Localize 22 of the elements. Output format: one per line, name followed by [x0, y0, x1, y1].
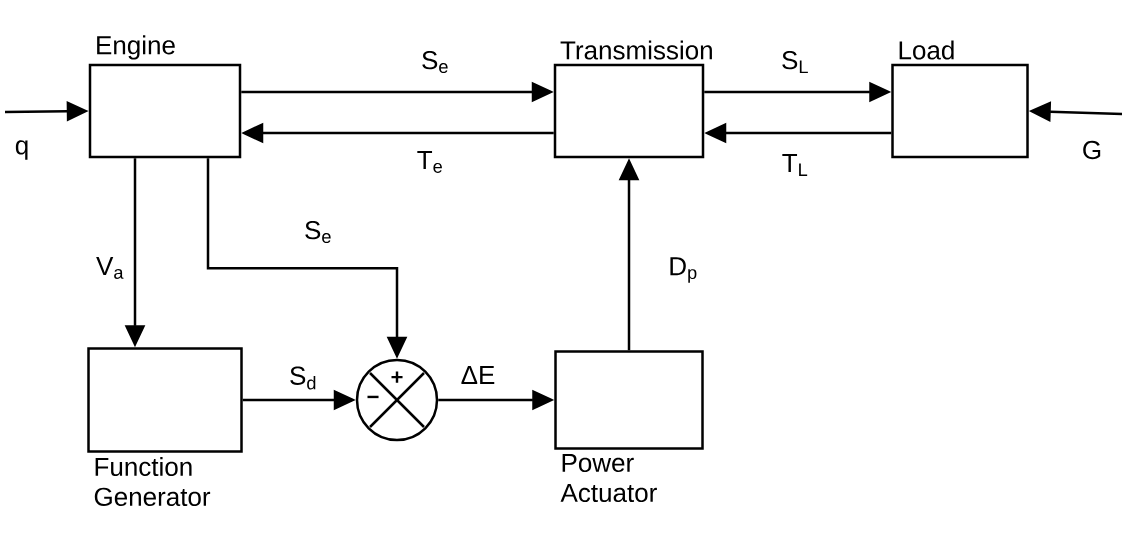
summing-junction: + −	[355, 358, 439, 442]
edge-label: S$_{d}$	[290, 366, 316, 390]
edge-label: V$_{a}$	[96, 257, 124, 279]
node-label: Function Generator	[94, 456, 211, 507]
edge-label: D$_{p}$	[670, 257, 697, 283]
block-box: Power Actuator	[554, 350, 704, 503]
block-box: Transmission	[553, 40, 712, 159]
block-box: Load	[891, 40, 1029, 159]
edge-label: G	[1083, 140, 1101, 160]
node-label: Power Actuator	[560, 453, 657, 503]
node-label: Load	[899, 40, 954, 60]
edge-label: S$_{e}$	[422, 50, 448, 74]
block-box: Engine	[88, 35, 242, 159]
node-label: Engine	[97, 35, 175, 60]
edge-label: S$_{e}$	[305, 220, 331, 244]
edge-label: q	[15, 140, 28, 160]
block-box: Function Generator	[87, 347, 243, 507]
edge-label: T$_{L}$	[782, 154, 808, 176]
node-label: Transmission	[560, 40, 712, 60]
edge-label: T$_{e}$	[417, 151, 442, 173]
edge-label: S$_{L}$	[782, 50, 808, 74]
edge-label: ΔE	[461, 366, 495, 384]
